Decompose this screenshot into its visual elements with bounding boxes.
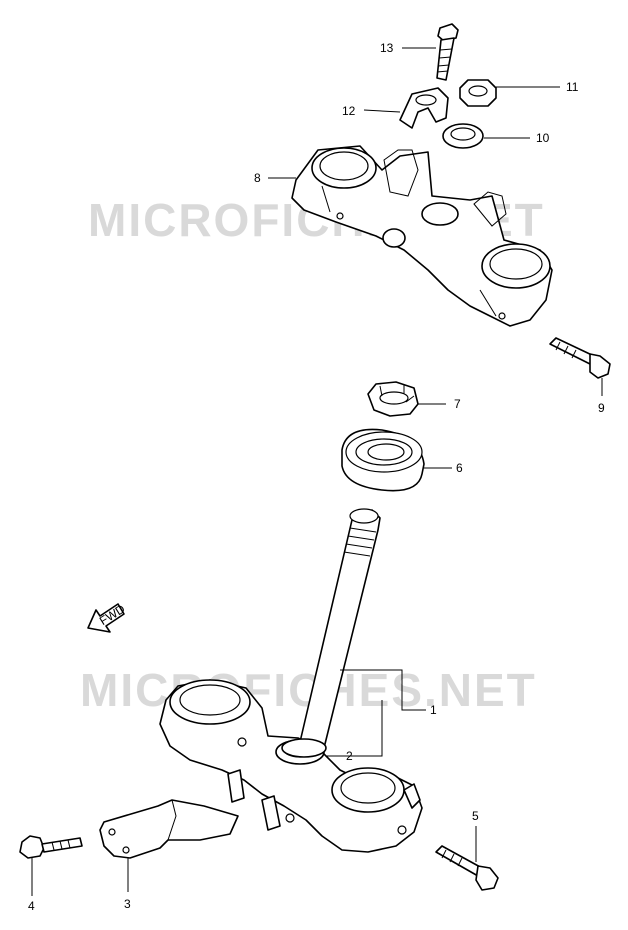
callout-1: 1 <box>430 703 437 717</box>
callout-labels: 13 12 11 10 8 9 7 6 1 2 5 3 4 <box>28 41 605 913</box>
part-1-steering-stem <box>159 508 423 853</box>
part-7-lock-nut <box>367 381 419 417</box>
callout-11: 11 <box>566 80 579 94</box>
part-4-bolt <box>19 835 83 859</box>
callout-9: 9 <box>598 401 605 415</box>
callout-2: 2 <box>346 749 353 763</box>
part-9-bolt <box>549 337 611 379</box>
part-12-clamp <box>399 87 449 129</box>
callout-13: 13 <box>380 41 394 55</box>
callout-7: 7 <box>454 397 461 411</box>
part-13-bolt <box>436 23 459 81</box>
callout-8: 8 <box>254 171 261 185</box>
callout-4: 4 <box>28 899 35 913</box>
callout-5: 5 <box>472 809 479 823</box>
callout-3: 3 <box>124 897 131 911</box>
part-10-washer <box>442 123 484 149</box>
fwd-arrow-label: FWD <box>97 602 128 629</box>
part-3-bracket <box>99 799 239 859</box>
callout-6: 6 <box>456 461 463 475</box>
callout-12: 12 <box>342 104 356 118</box>
part-2-seal <box>281 738 327 758</box>
part-11-nut <box>459 79 497 107</box>
part-6-bearing <box>341 428 425 492</box>
part-8-upper-bracket <box>291 145 553 327</box>
part-5-bolt <box>435 845 499 891</box>
leader-lines <box>31 47 603 896</box>
callout-10: 10 <box>536 131 550 145</box>
fwd-arrow-icon: FWD <box>87 602 128 633</box>
